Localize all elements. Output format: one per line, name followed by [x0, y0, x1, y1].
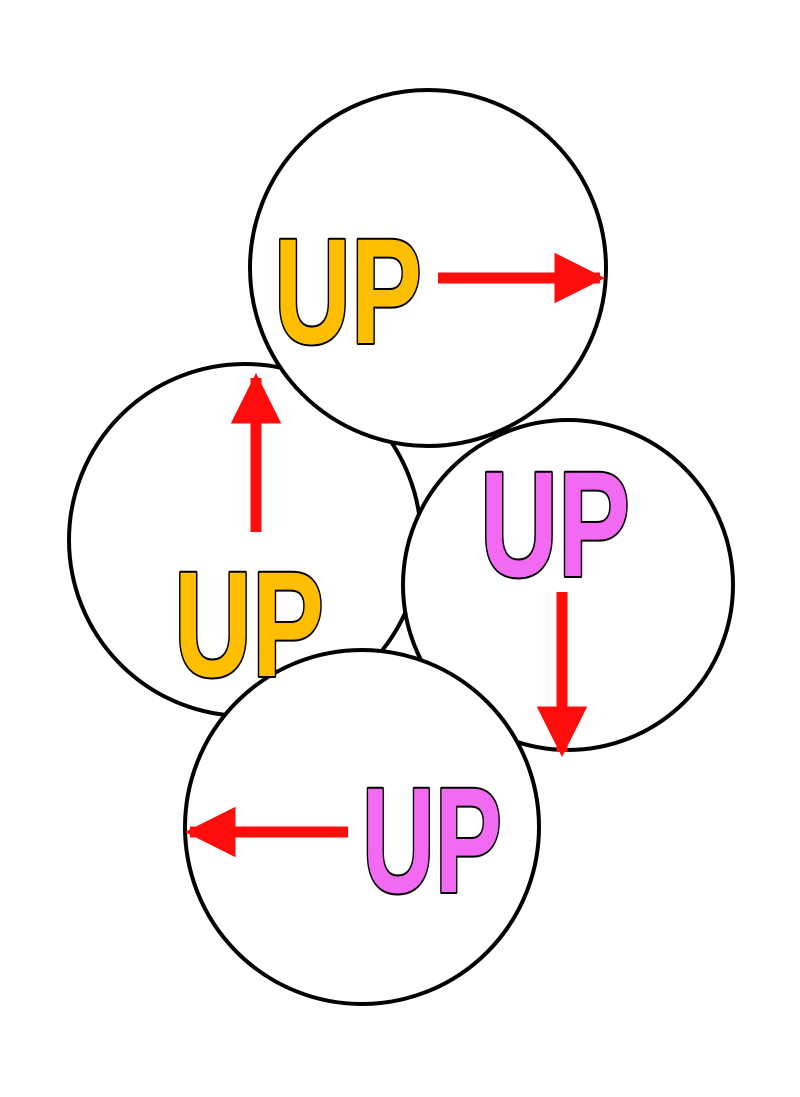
label-left: UP	[174, 540, 324, 708]
label-bottom: UP	[362, 756, 502, 924]
label-top: UP	[274, 207, 422, 375]
label-right: UP	[480, 440, 630, 608]
circle-top	[248, 88, 608, 448]
